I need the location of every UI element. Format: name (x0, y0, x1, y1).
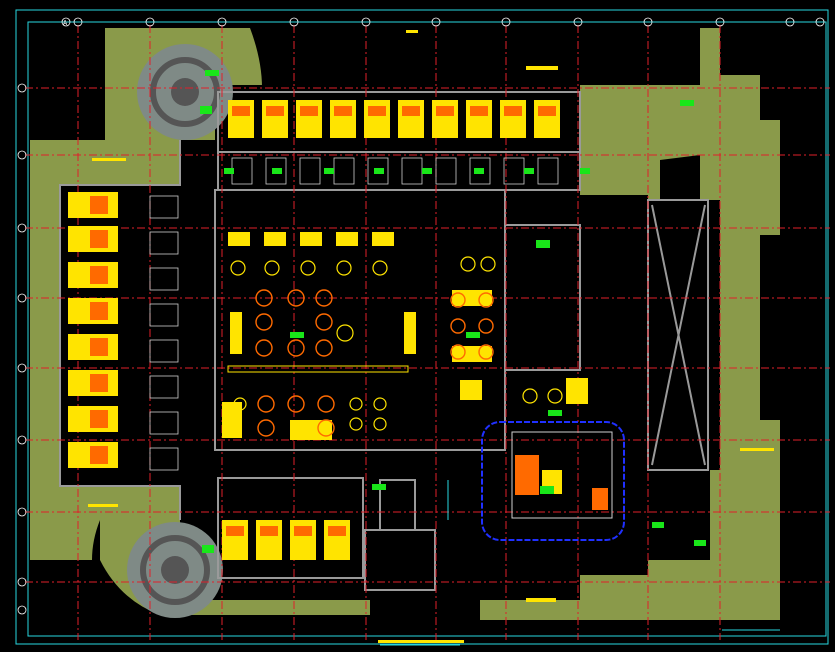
landscape-east-band (650, 155, 780, 600)
grid-bubbles-top (61, 17, 825, 27)
grid-bubbles-left (17, 83, 27, 615)
drawing-frame (15, 9, 829, 645)
cyan-details (380, 480, 780, 646)
round-plazas (127, 44, 233, 618)
dining-hall-furniture (222, 232, 563, 440)
grid-bubble-a (61, 17, 71, 27)
room-tags (200, 70, 706, 553)
yellow-label-bars (88, 30, 774, 643)
grid-bubble-label: A (63, 19, 68, 27)
guest-rooms-north (228, 100, 560, 185)
guest-rooms-west (68, 192, 179, 471)
grid-lines-red (25, 25, 830, 640)
guest-rooms-south (222, 520, 350, 560)
kitchen-area (481, 378, 625, 541)
